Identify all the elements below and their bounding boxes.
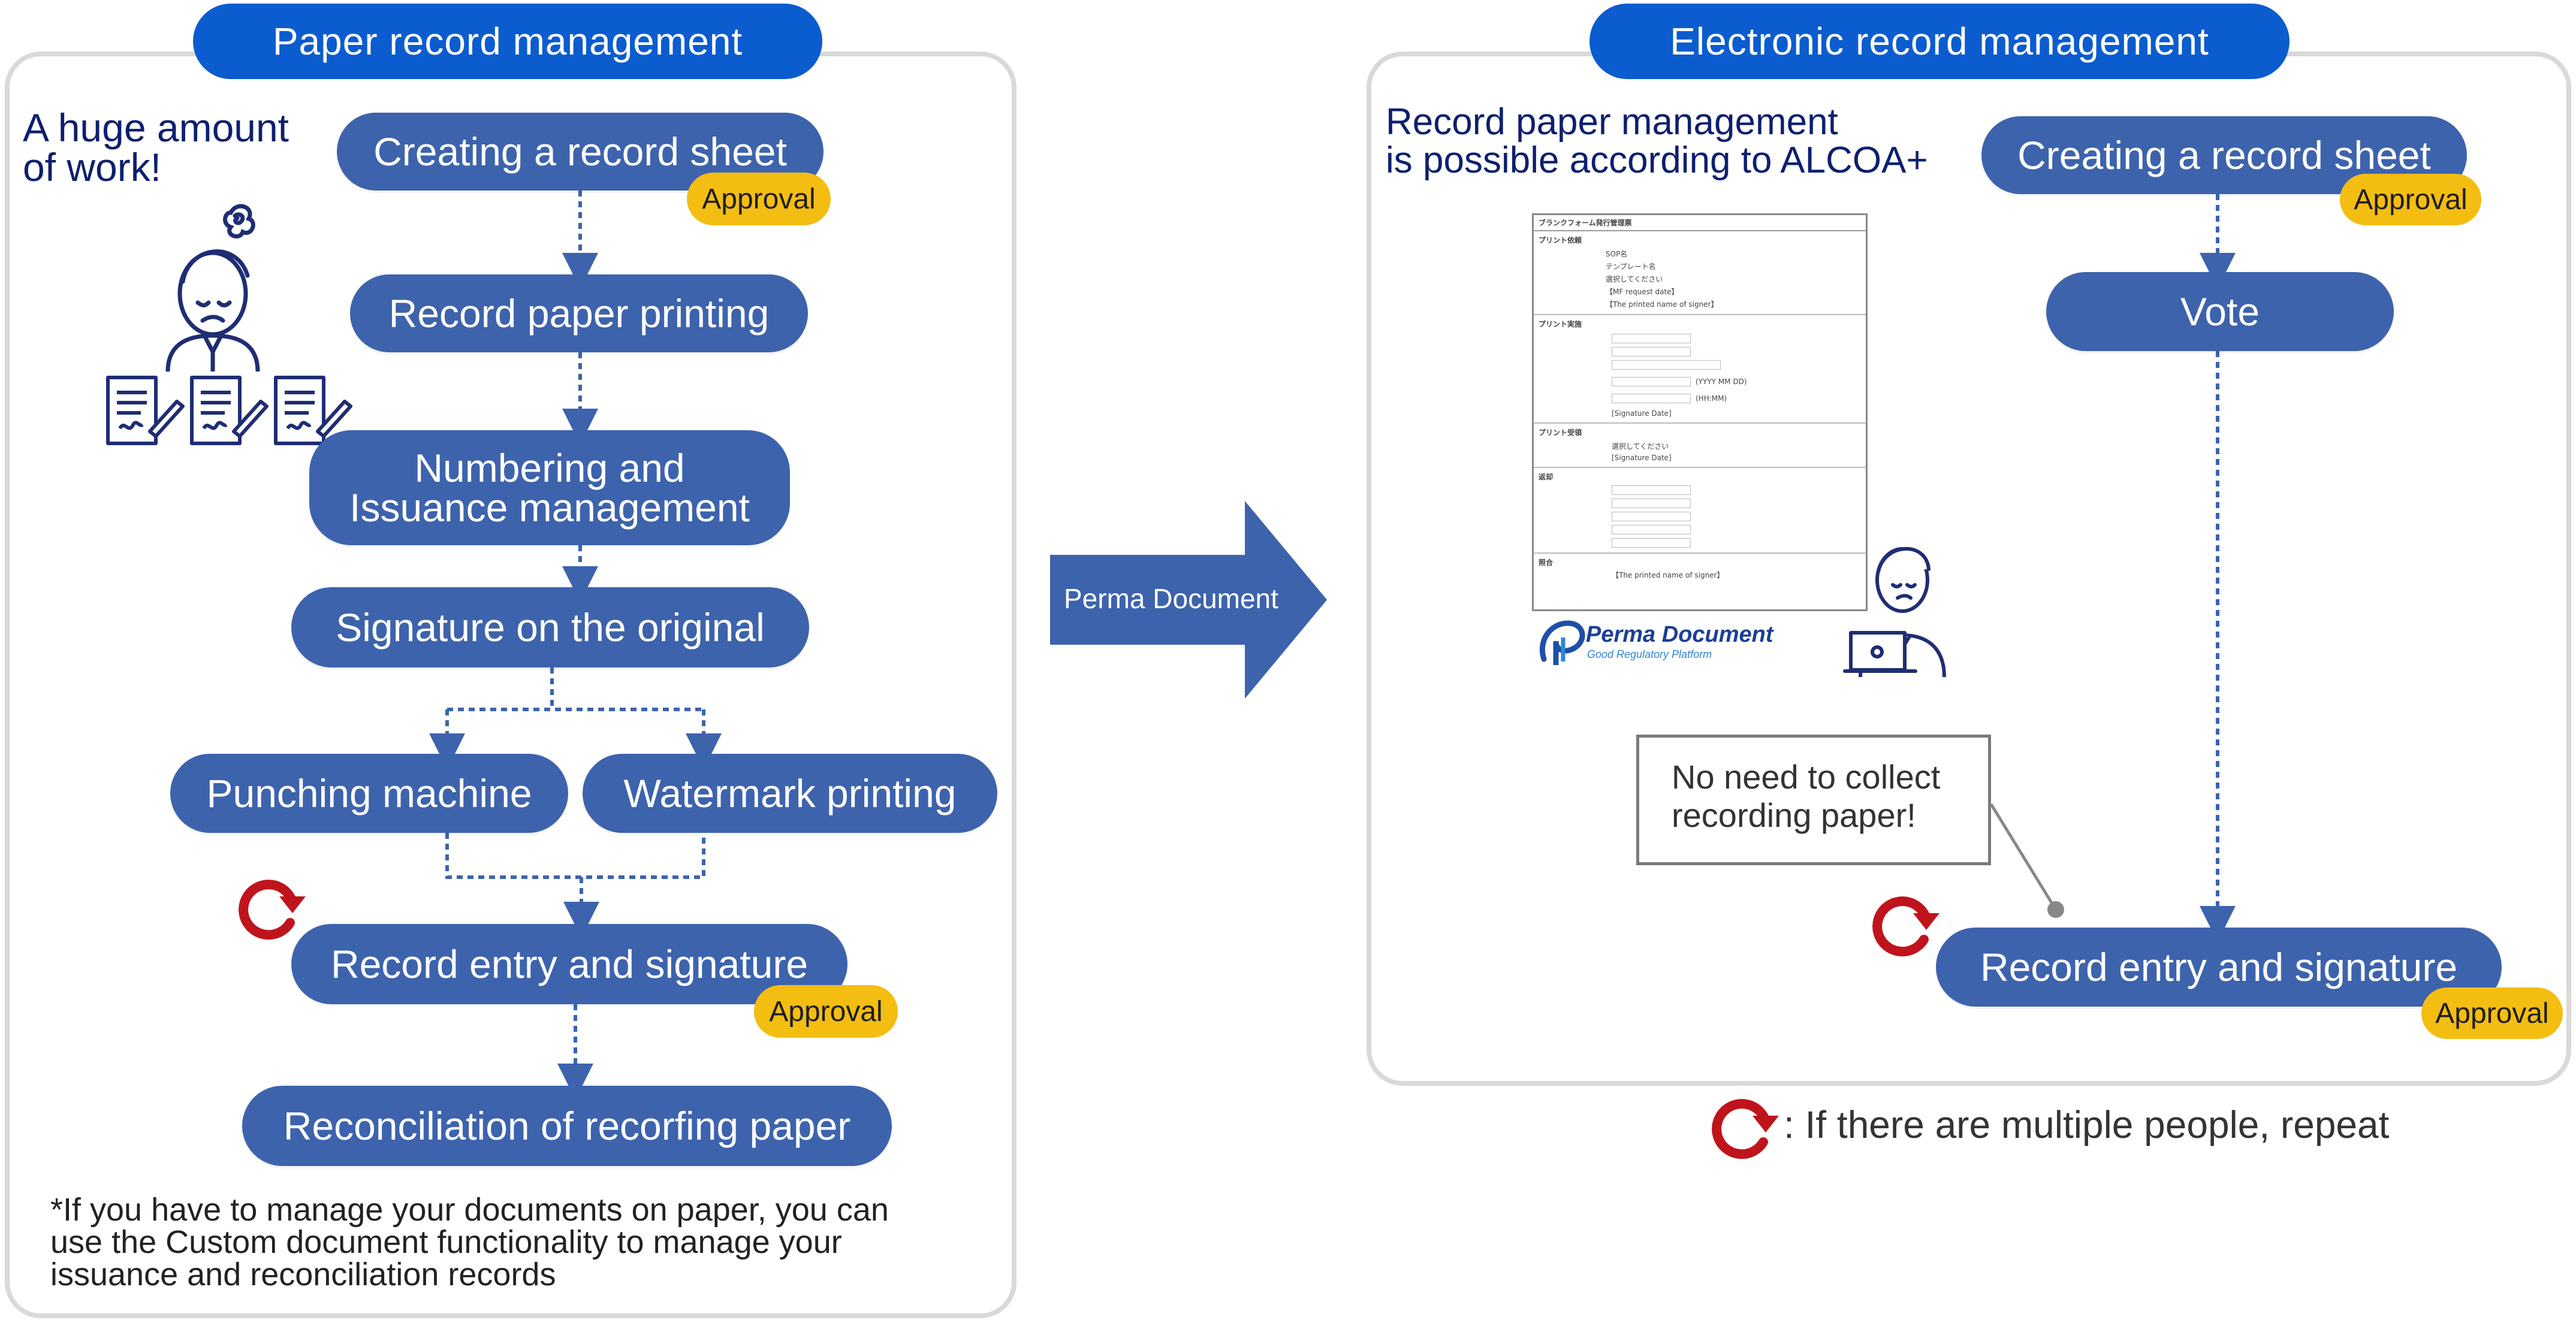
huge-work-label: A huge amount of work! (23, 105, 289, 189)
paper-step-punching: Punching machine (170, 754, 568, 833)
perma-document-logo-tagline: Good Regulatory Platform (1587, 648, 1712, 660)
paper-step-watermark: Watermark printing (583, 754, 997, 833)
form-signature-date-2: [Signature Date] (1612, 454, 1672, 462)
paper-flow-connectors (429, 191, 722, 1100)
form-line-2: テンプレート名 (1606, 262, 1656, 271)
paper-approval-badge-1: Approval (687, 173, 831, 225)
paper-step-signature-original: Signature on the original (291, 587, 809, 667)
electronic-step-entry: Record entry and signature (1936, 928, 2502, 1007)
electronic-step-vote: Vote (2046, 272, 2394, 351)
perma-document-logo-icon (1539, 620, 1585, 665)
paper-step-entry: Record entry and signature (291, 924, 847, 1004)
form-date-format: (YYYY MM DD) (1696, 377, 1747, 386)
perma-document-arrow (1050, 501, 1327, 699)
form-line-5: 【The printed name of signer】 (1606, 300, 1718, 309)
paper-step-printing: Record paper printing (350, 274, 808, 352)
form-section-5: 照合 (1539, 558, 1554, 567)
form-time-format: (HH:MM) (1696, 394, 1727, 403)
paper-documents-icon (106, 376, 352, 445)
form-section-1: プリント依頼 (1539, 236, 1582, 244)
repeat-icon (1872, 896, 1939, 957)
paper-step-numbering: Numbering and Issuance management (309, 430, 790, 545)
form-section-3: プリント受領 (1539, 428, 1582, 437)
perma-document-logo-name: Perma Document (1586, 622, 1773, 647)
blank-form-screenshot: ブランクフォーム発行管理票 プリント依頼 SOP名 テンプレート名 選択してくだ… (1532, 213, 1868, 611)
electronic-step-create: Creating a record sheet (1981, 116, 2467, 194)
form-select-2: 選択してください (1612, 442, 1669, 451)
paper-approval-badge-2: Approval (754, 985, 898, 1038)
perma-document-arrow-label: Perma Document (1064, 583, 1278, 614)
form-line-4: 【MF request date】 (1606, 288, 1679, 296)
paper-step-reconciliation: Reconciliation of recorfing paper (242, 1086, 892, 1166)
alcoa-statement: Record paper management is possible acco… (1386, 101, 1928, 182)
repeat-legend-icon (1712, 1099, 1779, 1159)
repeat-icon (239, 880, 306, 940)
form-line-3: 選択してください (1606, 275, 1663, 283)
repeat-legend-text: : If there are multiple people, repeat (1784, 1103, 2390, 1146)
electronic-approval-badge-2: Approval (2421, 987, 2563, 1039)
form-section-4: 返却 (1539, 473, 1554, 481)
form-signature-date-1: [Signature Date] (1612, 409, 1672, 418)
paper-footnote: *If you have to manage your documents on… (50, 1192, 889, 1292)
worried-person-icon (165, 204, 260, 371)
form-section-2: プリント実施 (1539, 320, 1582, 328)
person-laptop-icon (1843, 546, 1946, 677)
form-printed-name: 【The printed name of signer】 (1612, 571, 1724, 579)
form-line-1: SOP名 (1606, 250, 1628, 258)
no-collect-callout: No need to collect recording paper! (1636, 735, 1991, 865)
electronic-header: Electronic record management (1589, 4, 2290, 79)
paper-header: Paper record management (193, 4, 822, 79)
form-title: ブランクフォーム発行管理票 (1534, 215, 1866, 231)
electronic-approval-badge-1: Approval (2340, 174, 2481, 225)
